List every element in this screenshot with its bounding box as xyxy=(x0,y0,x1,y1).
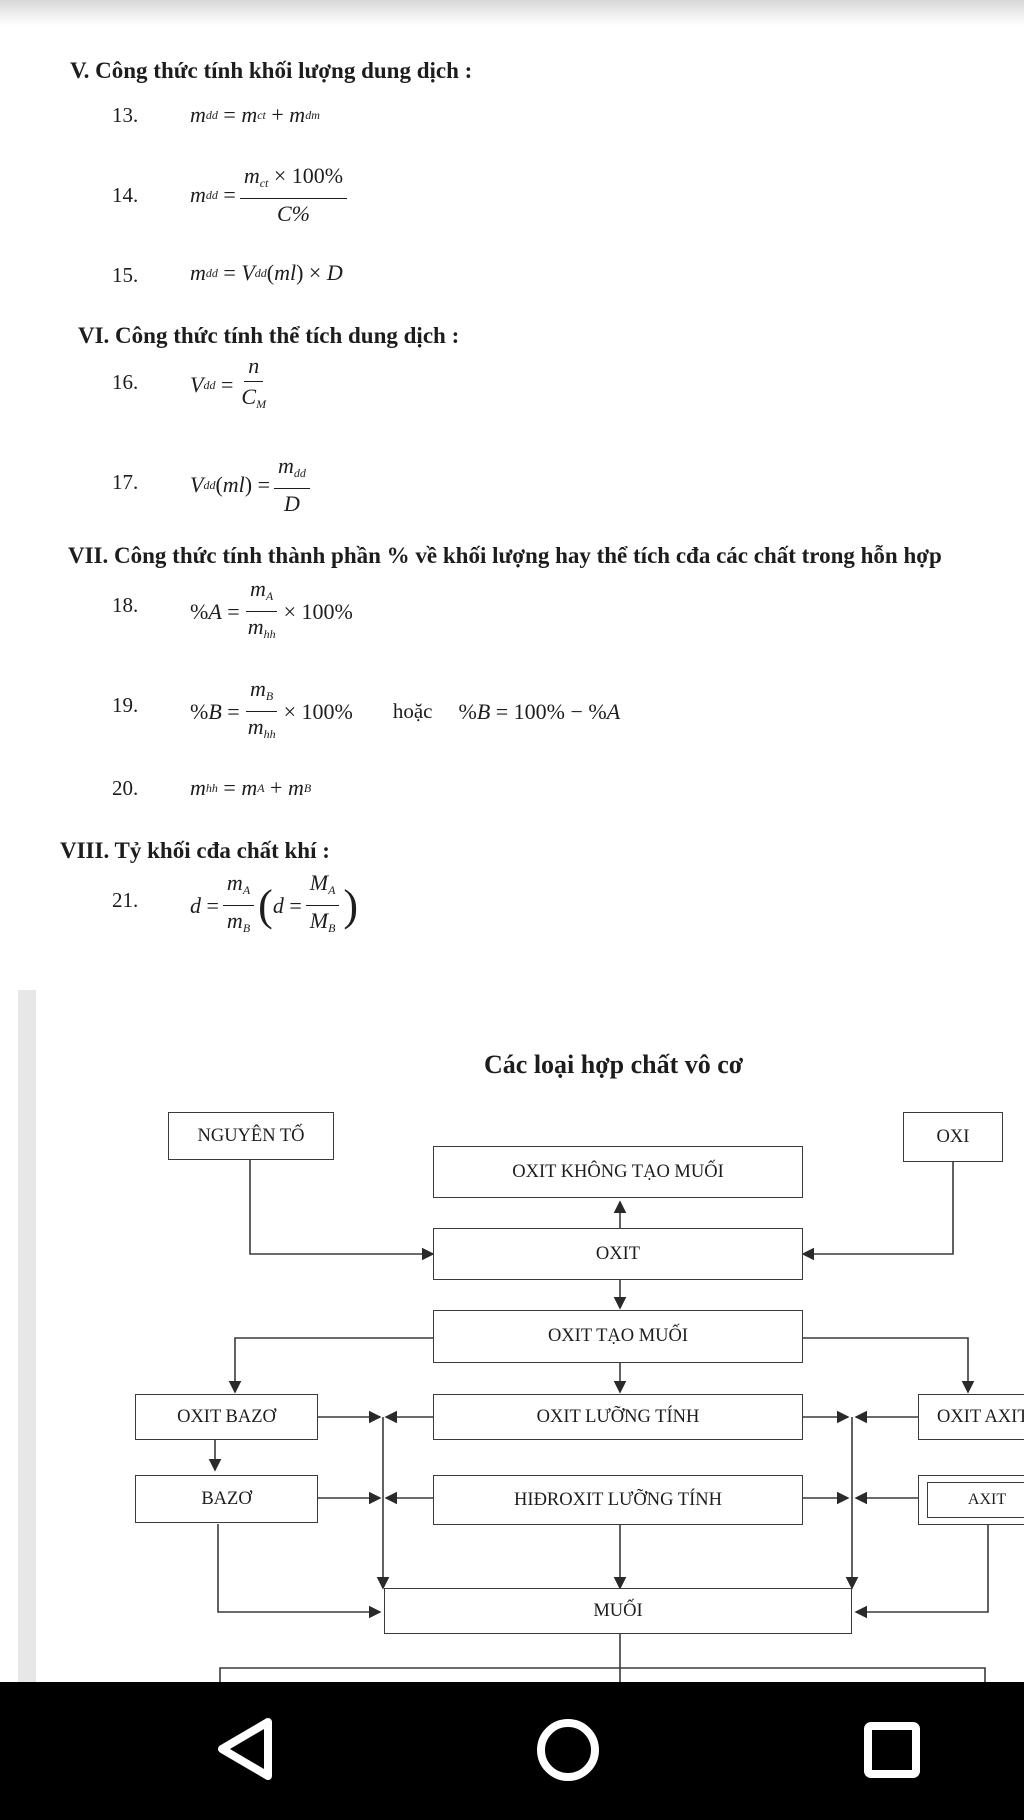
formula-18-number: 18. xyxy=(112,593,139,617)
formula-16-number: 16. xyxy=(112,370,139,394)
box-oxit-luong-tinh: OXIT LƯỠNG TÍNH xyxy=(433,1394,803,1440)
box-oxit-khong-tao-muoi: OXIT KHÔNG TẠO MUỐI xyxy=(433,1146,803,1198)
formula-15-number: 15. xyxy=(112,263,139,287)
box-nguyen-to: NGUYÊN TỐ xyxy=(168,1112,334,1160)
box-axit: AXIT xyxy=(927,1482,1024,1518)
box-axit-outer: AXIT xyxy=(918,1475,1024,1525)
diagram-title: Các loại hợp chất vô cơ xyxy=(484,1050,744,1079)
formula-13-number: 13. xyxy=(112,103,139,127)
section-vii-heading: VII. Công thức tính thành phần % về khối… xyxy=(68,543,942,568)
box-bazo: BAZƠ xyxy=(135,1475,318,1523)
box-oxit-axit: OXIT AXIT xyxy=(918,1394,1024,1440)
diagram-connectors xyxy=(208,1135,989,1682)
home-circle-icon[interactable] xyxy=(537,1719,599,1781)
back-triangle-icon[interactable] xyxy=(218,1718,272,1780)
box-oxit-tao-muoi: OXIT TẠO MUỐI xyxy=(433,1310,803,1363)
section-viii-heading: VIII. Tỷ khối cđa chất khí : xyxy=(60,838,330,863)
box-muoi: MUỐI xyxy=(384,1588,852,1634)
box-oxi: OXI xyxy=(903,1112,1003,1162)
formula-20-number: 20. xyxy=(112,776,139,800)
box-oxit: OXIT xyxy=(433,1228,803,1280)
section-v-heading: V. Công thức tính khối lượng dung dịch : xyxy=(70,58,473,83)
box-hidroxit-luong-tinh: HIĐROXIT LƯỠNG TÍNH xyxy=(433,1475,803,1525)
formula-14-number: 14. xyxy=(112,183,139,207)
formula-19-or-word: hoặc xyxy=(392,699,433,723)
navigation-bar xyxy=(0,1682,1024,1820)
recents-square-icon[interactable] xyxy=(864,1722,920,1778)
diagram-left-margin xyxy=(18,990,36,1685)
formula-21-number: 21. xyxy=(112,888,139,912)
formula-17-number: 17. xyxy=(112,470,139,494)
section-vi-heading: VI. Công thức tính thể tích dung dịch : xyxy=(78,323,460,348)
status-bar-shadow xyxy=(0,0,1024,26)
box-oxit-bazo: OXIT BAZƠ xyxy=(135,1394,318,1440)
formula-19-number: 19. xyxy=(112,693,139,717)
